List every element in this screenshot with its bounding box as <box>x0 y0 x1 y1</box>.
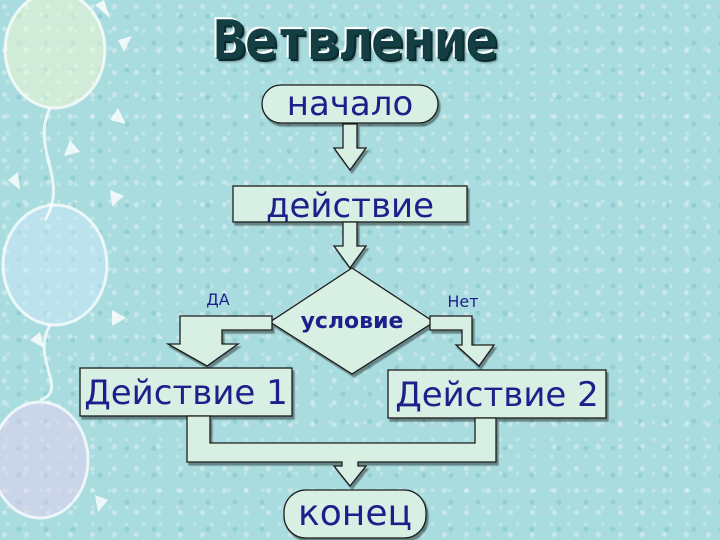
action-2-label: Действие 2 <box>388 370 606 420</box>
yes-label: ДА <box>193 288 243 312</box>
action-label: действие <box>233 186 467 226</box>
end-label: конец <box>284 490 426 538</box>
arrow-start-to-action <box>334 124 366 170</box>
merge-connector <box>187 416 496 486</box>
arrow-yes-branch <box>168 316 272 366</box>
arrow-action-to-condition <box>334 222 366 268</box>
no-label: Нет <box>440 290 486 314</box>
action-1-label: Действие 1 <box>80 368 292 418</box>
arrow-no-branch <box>430 316 494 366</box>
start-label: начало <box>262 84 438 124</box>
condition-label: условие <box>287 304 417 340</box>
